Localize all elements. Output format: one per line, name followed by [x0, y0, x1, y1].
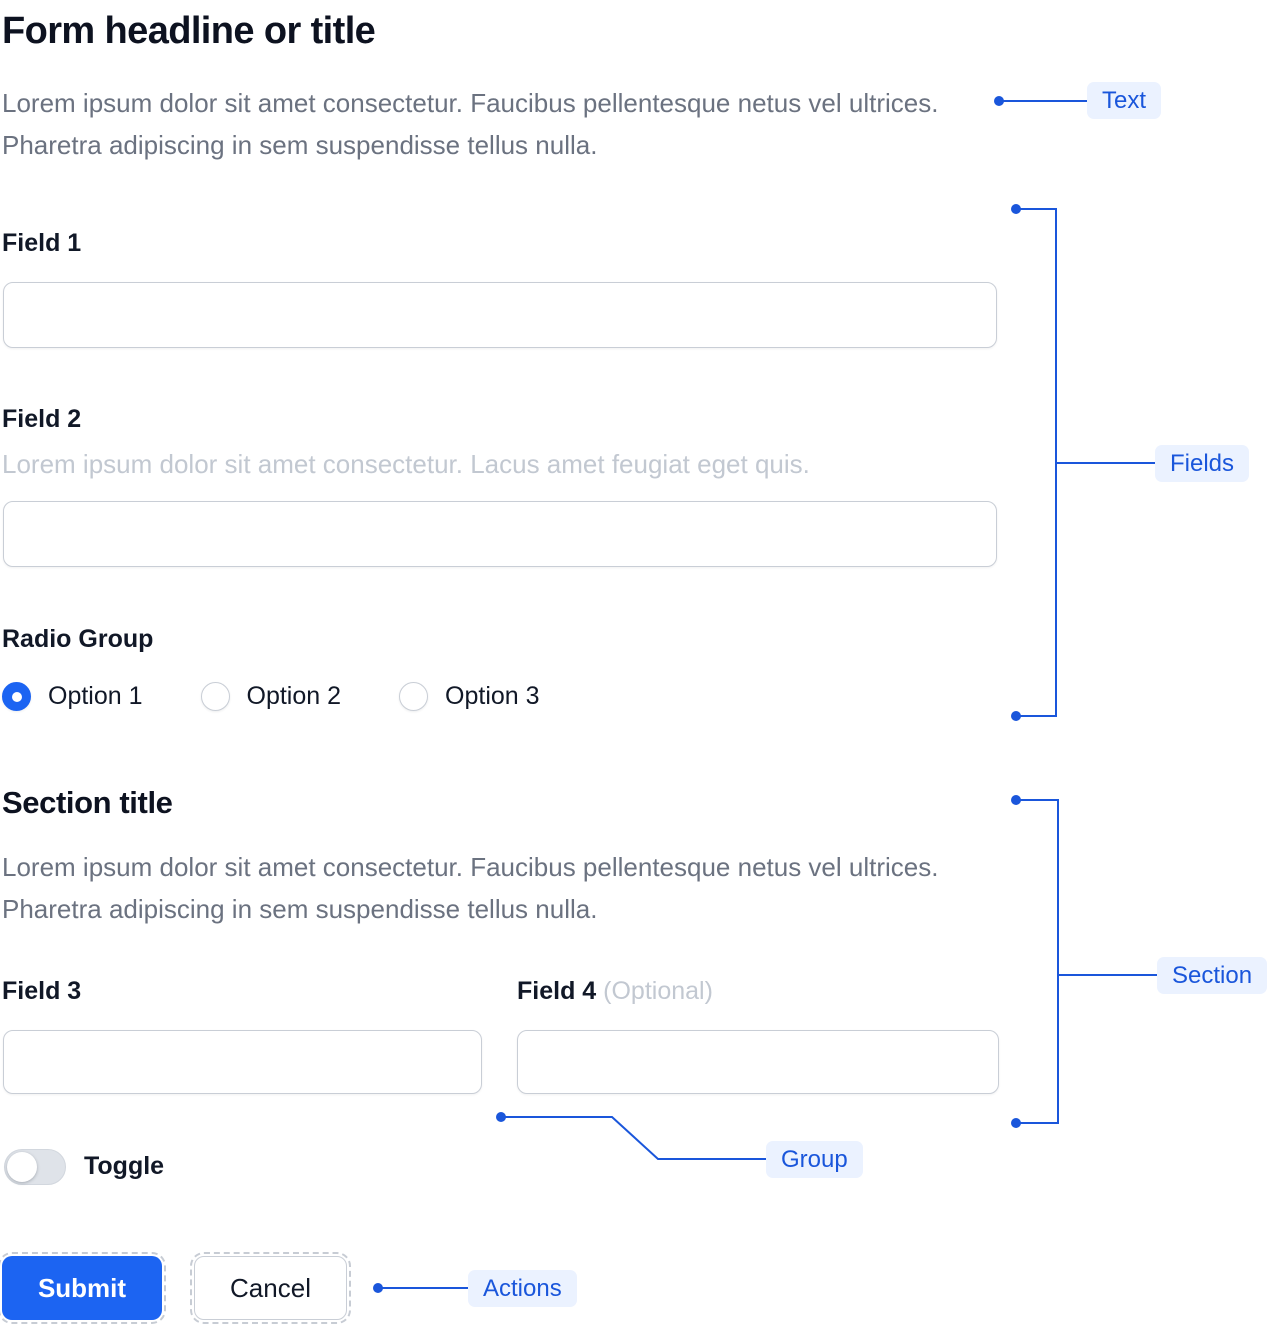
radio-option-3[interactable]: Option 3	[399, 682, 540, 711]
field1-input[interactable]	[3, 282, 997, 348]
form-description: Lorem ipsum dolor sit amet consectetur. …	[2, 88, 939, 160]
radio-group-label: Radio Group	[2, 625, 154, 653]
radio-unselected-icon[interactable]	[200, 682, 230, 711]
group-anchor-dot	[496, 1112, 506, 1122]
annotation-text-badge: Text	[1087, 82, 1162, 119]
radio-option-1[interactable]: Option 1	[2, 682, 143, 711]
radio-option-2-label: Option 2	[246, 682, 342, 710]
fields-top-anchor-dot	[1011, 204, 1021, 214]
section-bracket-line	[1016, 799, 1059, 1124]
annotation-group-badge: Group	[766, 1141, 863, 1178]
section-title: Section title	[2, 785, 173, 820]
annotation-section-badge: Section	[1157, 957, 1268, 994]
radio-option-3-label: Option 3	[445, 682, 540, 710]
section-bottom-anchor-dot	[1011, 1118, 1021, 1128]
section-description: Lorem ipsum dolor sit amet consectetur. …	[2, 852, 939, 924]
field4-optional-tag: (Optional)	[603, 977, 713, 1005]
field2-wrapper	[3, 501, 997, 567]
radio-option-1-label: Option 1	[48, 682, 143, 710]
field2-helper-text: Lorem ipsum dolor sit amet consectetur. …	[2, 449, 810, 479]
toggle-label: Toggle	[84, 1152, 165, 1180]
radio-group: Option 1 Option 2 Option 3	[2, 682, 540, 711]
fields-bottom-anchor-dot	[1011, 711, 1021, 721]
fields-bracket-line	[1016, 208, 1057, 717]
radio-option-2[interactable]: Option 2	[200, 682, 342, 711]
field2-label: Field 2	[2, 405, 82, 433]
text-anchor-dot	[994, 96, 1004, 106]
radio-selected-icon[interactable]	[2, 682, 31, 711]
submit-button[interactable]: Submit	[0, 1252, 166, 1324]
field3-label: Field 3	[2, 977, 82, 1005]
field4-input[interactable]	[517, 1030, 999, 1094]
field3-wrapper	[3, 1030, 482, 1094]
toggle-knob[interactable]	[7, 1152, 37, 1182]
field3-input[interactable]	[3, 1030, 482, 1094]
field4-label-text: Field 4	[517, 977, 597, 1005]
field1-wrapper	[3, 282, 997, 348]
group-connector-line	[501, 1116, 766, 1160]
field4-label: Field 4 (Optional)	[517, 977, 713, 1006]
annotation-actions-badge: Actions	[468, 1270, 577, 1307]
annotation-fields-badge: Fields	[1155, 445, 1250, 482]
section-top-anchor-dot	[1011, 795, 1021, 805]
toggle-switch[interactable]	[4, 1149, 66, 1185]
field2-input[interactable]	[3, 501, 997, 567]
actions-anchor-dot	[373, 1283, 383, 1293]
cancel-button[interactable]: Cancel	[190, 1252, 351, 1324]
form-title: Form headline or title	[2, 10, 376, 52]
field1-label: Field 1	[2, 229, 82, 257]
field4-wrapper	[517, 1030, 999, 1094]
radio-unselected-icon[interactable]	[399, 682, 429, 711]
